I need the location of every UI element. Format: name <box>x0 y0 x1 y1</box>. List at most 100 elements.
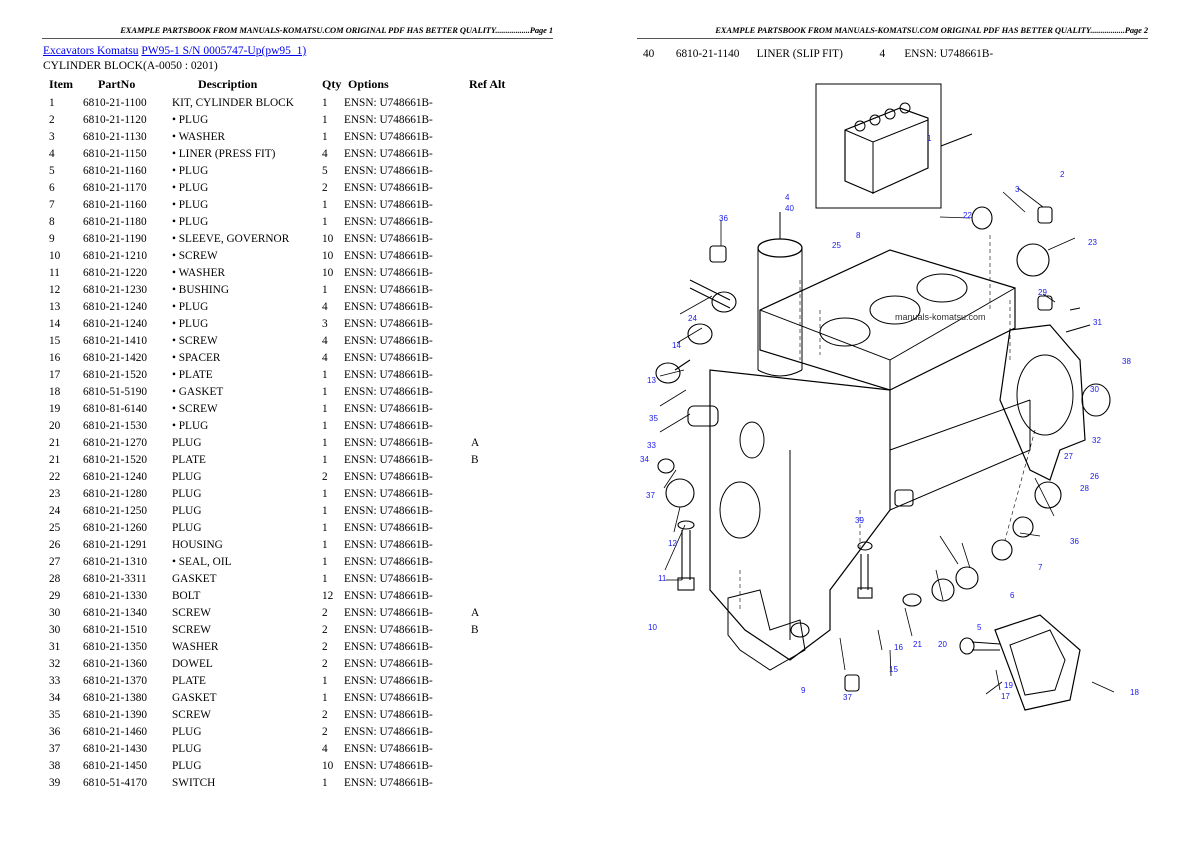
cell-partno: 6810-21-1520 <box>83 368 148 381</box>
cell-item: 10 <box>49 249 61 262</box>
cell-options: ENSN: U748661B- <box>344 266 433 279</box>
cell-options: ENSN: U748661B- <box>344 589 433 602</box>
diagram-callout: 12 <box>668 539 677 548</box>
cell-item: 2 <box>49 113 55 126</box>
cell-partno: 6810-21-1420 <box>83 351 148 364</box>
breadcrumb-link-model[interactable]: PW95-1 S/N 0005747-Up(pw95_1) <box>141 45 307 57</box>
cell-qty: 1 <box>322 776 328 789</box>
cell-item: 5 <box>49 164 55 177</box>
cell-description: PLUG <box>172 742 202 755</box>
cell-options: ENSN: U748661B- <box>344 657 433 670</box>
cell-options: ENSN: U748661B- <box>344 181 433 194</box>
cell-ref-alt <box>469 213 511 230</box>
diagram-callout: 5 <box>977 623 982 632</box>
cell-ref-alt <box>469 366 511 383</box>
cell-ref-alt <box>469 247 511 264</box>
cell-item: 8 <box>49 215 55 228</box>
cell-partno: 6810-21-3311 <box>83 572 147 585</box>
diagram-callout: 36 <box>1070 537 1079 546</box>
cell-description: • SPACER <box>172 351 221 364</box>
cell-description: • GASKET <box>172 385 224 398</box>
diagram-callout: 26 <box>1090 472 1099 481</box>
cell-partno: 6810-21-1140 <box>675 48 740 60</box>
diagram-callout: 7 <box>1038 563 1043 572</box>
section-title: CYLINDER BLOCK(A-0050 : 0201) <box>43 60 218 72</box>
cell-options: ENSN: U748661B- <box>904 48 994 60</box>
cell-description: GASKET <box>172 572 217 585</box>
cell-qty: 4 <box>879 48 886 60</box>
column-header-item: Item <box>49 76 73 91</box>
diagram-callout: 35 <box>649 414 658 423</box>
cell-partno: 6810-51-5190 <box>83 385 148 398</box>
cell-qty: 1 <box>322 368 328 381</box>
cell-options: ENSN: U748661B- <box>344 623 433 636</box>
cell-qty: 4 <box>322 147 328 160</box>
cell-options: ENSN: U748661B- <box>344 708 433 721</box>
cell-item: 21 <box>49 453 61 466</box>
cell-description: • PLUG <box>172 300 209 313</box>
cell-item: 18 <box>49 385 61 398</box>
cell-qty: 10 <box>322 249 334 262</box>
cell-qty: 1 <box>322 283 328 296</box>
cell-ref-alt <box>469 298 511 315</box>
cell-ref-alt <box>469 383 511 400</box>
cell-partno: 6810-21-1520 <box>83 453 148 466</box>
diagram-callout: 19 <box>1004 681 1013 690</box>
cell-ref-alt <box>469 400 511 417</box>
cell-qty: 1 <box>322 130 328 143</box>
cell-options: ENSN: U748661B- <box>344 215 433 228</box>
cell-ref-alt <box>469 519 511 536</box>
cell-partno: 6810-21-1240 <box>83 470 148 483</box>
diagram-callout: 2 <box>1060 170 1065 179</box>
cell-item: 28 <box>49 572 61 585</box>
cell-item: 25 <box>49 521 61 534</box>
cell-description: BOLT <box>172 589 201 602</box>
cell-item: 34 <box>49 691 61 704</box>
cell-item: 26 <box>49 538 61 551</box>
breadcrumb-link-category[interactable]: Excavators Komatsu <box>43 45 139 57</box>
cell-options: ENSN: U748661B- <box>344 470 433 483</box>
cell-qty: 4 <box>322 300 328 313</box>
cell-item: 16 <box>49 351 61 364</box>
column-header-options: Options <box>348 76 389 91</box>
cell-options: ENSN: U748661B- <box>344 776 433 789</box>
cell-partno: 6810-51-4170 <box>83 776 148 789</box>
cell-item: 36 <box>49 725 61 738</box>
cell-item: 38 <box>49 759 61 772</box>
cell-partno: 6810-21-1190 <box>83 232 147 245</box>
cell-description: • PLUG <box>172 164 209 177</box>
cell-description: PLUG <box>172 521 202 534</box>
cell-ref-alt <box>469 468 511 485</box>
cell-options: ENSN: U748661B- <box>344 198 433 211</box>
cell-options: ENSN: U748661B- <box>344 742 433 755</box>
cylinder-block-illustration <box>655 83 1115 711</box>
diagram-callout: 28 <box>1080 484 1089 493</box>
diagram-callout: 10 <box>648 623 657 632</box>
cell-partno: 6810-21-1360 <box>83 657 148 670</box>
parts-table: Item PartNo Description Qty Options Ref … <box>44 76 511 791</box>
parts-page-1: EXAMPLE PARTSBOOK FROM MANUALS-KOMATSU.C… <box>42 25 553 791</box>
cell-partno: 6810-21-1220 <box>83 266 148 279</box>
cell-description: PLUG <box>172 759 202 772</box>
cell-ref-alt <box>469 706 511 723</box>
diagram-callout: 6 <box>1010 591 1015 600</box>
cell-options: ENSN: U748661B- <box>344 436 433 449</box>
cell-description: PLUG <box>172 470 202 483</box>
diagram-callout: 37 <box>843 693 852 702</box>
cell-qty: 1 <box>322 572 328 585</box>
cell-item: 7 <box>49 198 55 211</box>
diagram-callout: 11 <box>658 574 667 583</box>
cell-ref-alt <box>469 230 511 247</box>
cell-partno: 6810-21-1291 <box>83 538 148 551</box>
